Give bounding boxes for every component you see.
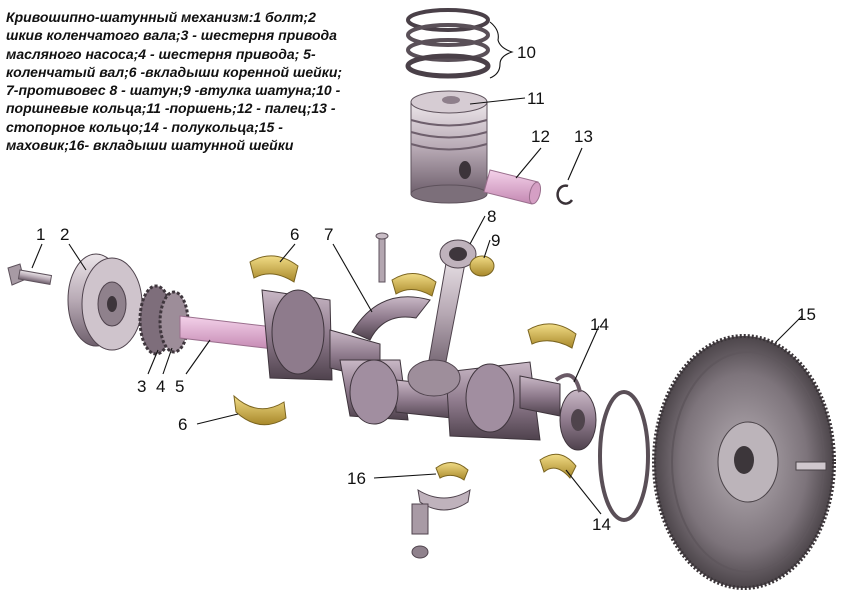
crankshaft-pulley xyxy=(67,253,143,351)
rod-bolt xyxy=(375,232,389,283)
diagram-caption: Кривошипно-шатунный механизм:1 болт;2 шк… xyxy=(6,8,406,154)
caption-line: поршневые кольца;11 -поршень;12 - палец;… xyxy=(6,100,336,117)
callout-8: 8 xyxy=(487,207,496,226)
leader-lines xyxy=(31,21,803,515)
callout-14-lower: 14 xyxy=(592,515,611,534)
main-bearing-shell-upper xyxy=(249,255,577,349)
callout-11: 11 xyxy=(527,89,545,108)
callout-9: 9 xyxy=(491,231,500,250)
caption-line: маховик;16- вкладыши шатунной шейки xyxy=(6,137,294,154)
caption-line: масляного насоса;4 - шестерня привода; 5… xyxy=(6,45,316,62)
callout-16: 16 xyxy=(347,469,366,488)
connecting-rod-bushing xyxy=(469,255,495,277)
callout-2: 2 xyxy=(60,225,69,244)
caption-line: коленчатый вал;6 -вкладыши коренной шейк… xyxy=(6,63,343,80)
connecting-rod xyxy=(407,239,477,397)
flywheel-washer xyxy=(598,390,650,522)
main-bearing-shell-lower xyxy=(233,273,437,426)
callout-4: 4 xyxy=(156,377,165,396)
pulley-bolt xyxy=(7,263,53,286)
piston-rings xyxy=(405,8,491,79)
flywheel xyxy=(652,334,836,590)
rod-bearing-shells xyxy=(411,462,471,559)
callout-1: 1 xyxy=(36,225,45,244)
caption-line: Кривошипно-шатунный механизм:1 болт;2 xyxy=(6,9,316,25)
caption-line: шкив коленчатого вала;3 - шестерня приво… xyxy=(6,27,337,44)
crankshaft xyxy=(179,289,597,451)
callout-13: 13 xyxy=(574,127,593,146)
callout-6-upper: 6 xyxy=(290,225,299,244)
caption-line: стопорное кольцо;14 - полукольца;15 - xyxy=(6,118,283,135)
callout-15: 15 xyxy=(797,305,816,324)
callout-10: 10 xyxy=(517,43,536,62)
piston xyxy=(410,90,488,204)
callout-7: 7 xyxy=(324,225,333,244)
callout-5: 5 xyxy=(175,377,184,396)
piston-pin xyxy=(483,169,542,205)
callout-6-lower: 6 xyxy=(178,415,187,434)
callout-14-upper: 14 xyxy=(590,315,609,334)
counterweight xyxy=(351,296,431,341)
callout-3: 3 xyxy=(137,377,146,396)
retaining-ring xyxy=(556,184,574,205)
caption-line: 7-противовес 8 - шатун;9 -втулка шатуна;… xyxy=(6,82,341,99)
callout-12: 12 xyxy=(531,127,550,146)
